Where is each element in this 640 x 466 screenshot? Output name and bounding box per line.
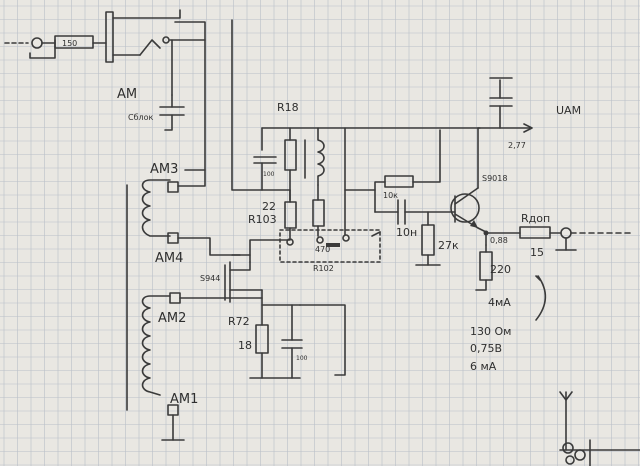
label-r102: R102 <box>313 264 334 273</box>
label-am1: АМ1 <box>170 392 198 407</box>
label-2-77: 2,77 <box>508 141 526 150</box>
label-uam: UАМ <box>556 104 581 117</box>
switch-pin <box>342 234 350 242</box>
terminal-am1: АМ1 <box>161 392 198 441</box>
label-s944: S944 <box>200 274 220 283</box>
uam-arrow <box>523 123 533 133</box>
coil-tank <box>304 127 325 186</box>
label-22: 22 <box>262 200 276 213</box>
note-130om: 130 Ом <box>470 325 511 338</box>
capacitor-c100a: 100 <box>253 156 277 191</box>
capacitor-output <box>489 77 513 129</box>
terminal-am3: АМ3 <box>150 162 179 193</box>
wire-am-am3 <box>184 39 206 171</box>
label-am: АМ <box>117 87 137 102</box>
label-0-88: 0,88 <box>490 236 508 245</box>
wire-emitter <box>477 227 487 246</box>
label-am3: АМ3 <box>150 162 178 177</box>
note-6ma: 6 мА <box>470 360 497 373</box>
label-15: 15 <box>530 246 544 259</box>
label-150: 150 <box>62 39 77 48</box>
coil-upper <box>141 179 171 237</box>
annotation-tick <box>535 275 541 281</box>
label-470: 470 <box>315 245 330 254</box>
input-connector-area: 150 <box>4 9 206 96</box>
resistor-r103: 22 R103 <box>248 200 297 246</box>
wire-fet-r103 <box>249 239 291 256</box>
label-r72: R72 <box>228 315 250 328</box>
transistor-s9018: S9018 <box>450 174 507 229</box>
am-label-group: АМ <box>117 87 137 102</box>
capacitor-source-100: 100 <box>281 304 308 379</box>
label-c100a: 100 <box>263 171 275 178</box>
switch-contact-bar <box>326 243 340 247</box>
wire-source-ground <box>299 304 346 376</box>
label-cblock: Cблок <box>128 113 154 122</box>
label-am4: АМ4 <box>155 251 183 266</box>
resistor-r102: 470 R102 <box>312 184 334 273</box>
partial-antenna-drawing <box>559 391 640 466</box>
resistor-220: 220 4мА <box>475 244 511 309</box>
label-4ma: 4мА <box>488 296 511 309</box>
resistor-rdop: Rдоп 15 <box>519 212 561 259</box>
wire-am4-gate <box>177 237 241 256</box>
coil-lower <box>141 295 171 396</box>
label-r18: R18 <box>277 101 299 114</box>
output-connector <box>555 227 631 251</box>
wire-am3 <box>177 169 206 187</box>
switch-lever <box>371 231 381 237</box>
label-s9018: S9018 <box>482 174 507 183</box>
label-r103: R103 <box>248 213 277 226</box>
capacitor-10n: 10н <box>374 199 456 239</box>
resistor-r72: R72 18 <box>228 304 269 379</box>
transistor-s944: S944 <box>200 254 263 303</box>
resistor-10k: 10к <box>383 129 441 200</box>
wire-bias <box>344 181 386 191</box>
label-am2: АМ2 <box>158 311 186 326</box>
note-0-75v: 0,75В <box>470 342 502 355</box>
label-c100b: 100 <box>296 355 308 362</box>
label-18: 18 <box>238 339 252 352</box>
label-27k: 27к <box>438 239 459 252</box>
label-10n: 10н <box>396 226 417 239</box>
label-220: 220 <box>490 263 511 276</box>
label-rdop: Rдоп <box>521 212 550 225</box>
switch-box <box>279 229 381 263</box>
capacitor-cblock: Cблок <box>128 94 185 131</box>
wire-am-collector <box>231 19 291 191</box>
resistor-27k: 27к <box>415 211 459 266</box>
label-10k: 10к <box>383 191 398 200</box>
